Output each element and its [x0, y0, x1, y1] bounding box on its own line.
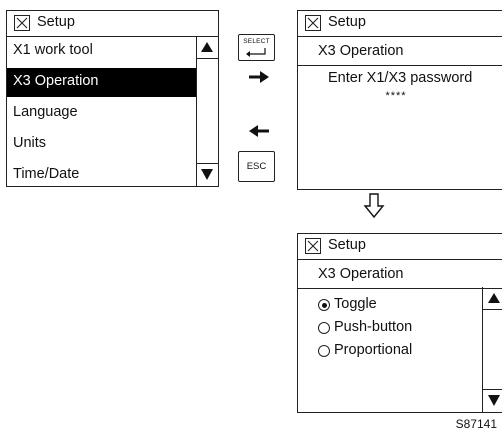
- right-arrow-icon: [249, 71, 269, 83]
- menu-item-x1-work-tool[interactable]: X1 work tool: [13, 42, 93, 58]
- password-title: Setup: [328, 14, 366, 30]
- password-subtitle: X3 Operation: [318, 43, 404, 59]
- setup-menu-panel: Setup X1 work tool X3 Operation Language…: [6, 10, 219, 187]
- radio-unselected-icon[interactable]: [318, 322, 330, 334]
- menu-item-x3-operation[interactable]: X3 Operation: [7, 68, 196, 97]
- triangle-down-icon: [201, 169, 213, 180]
- password-input[interactable]: ****: [385, 90, 407, 102]
- options-subtitle-bar: X3 Operation: [298, 261, 502, 289]
- menu-item-language[interactable]: Language: [13, 104, 78, 120]
- menu-item-time-date[interactable]: Time/Date: [13, 166, 80, 182]
- close-x-icon[interactable]: [14, 15, 30, 31]
- options-titlebar: Setup: [298, 234, 502, 260]
- esc-key-label: ESC: [246, 161, 267, 172]
- esc-key[interactable]: ESC: [238, 151, 275, 182]
- triangle-down-icon: [488, 395, 500, 406]
- radio-selected-icon[interactable]: [318, 299, 330, 311]
- close-x-icon[interactable]: [305, 15, 321, 31]
- options-title: Setup: [328, 237, 366, 253]
- options-panel: Setup X3 Operation Toggle Push-button Pr…: [297, 233, 502, 413]
- enter-icon: [246, 48, 266, 57]
- menu-scrollbar[interactable]: [196, 36, 218, 186]
- option-proportional-label: Proportional: [334, 342, 413, 358]
- radio-unselected-icon[interactable]: [318, 345, 330, 357]
- password-panel: Setup X3 Operation Enter X1/X3 password …: [297, 10, 502, 190]
- menu-item-units[interactable]: Units: [13, 135, 47, 151]
- password-titlebar: Setup: [298, 11, 502, 37]
- options-scrollbar[interactable]: [482, 287, 502, 412]
- down-arrow-icon: [363, 193, 385, 219]
- left-arrow-icon: [249, 125, 269, 137]
- password-subtitle-bar: X3 Operation: [298, 38, 502, 66]
- close-x-icon[interactable]: [305, 238, 321, 254]
- password-prompt: Enter X1/X3 password: [328, 70, 473, 86]
- triangle-up-icon: [201, 42, 213, 52]
- option-toggle-label: Toggle: [334, 296, 377, 312]
- options-subtitle: X3 Operation: [318, 266, 404, 282]
- menu-titlebar: Setup: [7, 11, 218, 37]
- figure-reference: S87141: [455, 417, 497, 431]
- scroll-up-button[interactable]: [197, 36, 218, 59]
- select-key-label: SELECT: [243, 38, 270, 45]
- scroll-down-button[interactable]: [197, 163, 218, 186]
- menu-title: Setup: [37, 14, 75, 30]
- option-push-button-label: Push-button: [334, 319, 413, 335]
- scroll-down-button[interactable]: [483, 389, 502, 412]
- scroll-up-button[interactable]: [483, 287, 502, 310]
- triangle-up-icon: [488, 293, 500, 303]
- select-key[interactable]: SELECT: [238, 34, 275, 61]
